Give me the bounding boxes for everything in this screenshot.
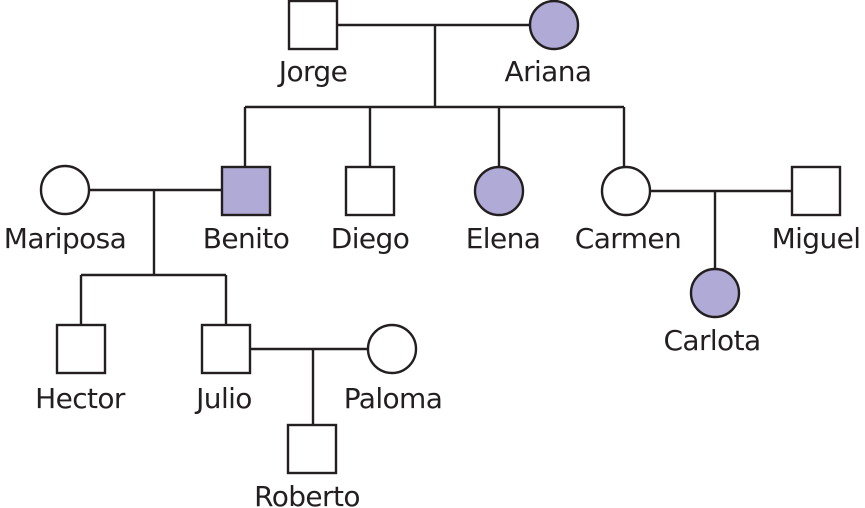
female-circle-icon xyxy=(600,165,652,217)
name-label: Miguel xyxy=(772,222,861,255)
individual-elena: Elena xyxy=(466,165,541,255)
individual-miguel: Miguel xyxy=(772,165,861,255)
name-label: Ariana xyxy=(505,55,592,88)
name-label: Diego xyxy=(331,222,409,255)
name-label: Carlota xyxy=(663,324,760,357)
name-label: Roberto xyxy=(254,480,360,508)
affected-male-square-icon xyxy=(220,165,272,217)
female-circle-icon xyxy=(39,164,91,216)
name-label: Hector xyxy=(35,382,126,415)
individual-carlota: Carlota xyxy=(663,267,761,357)
affected-female-circle-icon xyxy=(689,267,741,319)
female-circle-icon xyxy=(366,323,418,375)
name-label: Jorge xyxy=(277,55,347,88)
individual-jorge: Jorge xyxy=(277,0,348,88)
individual-ariana: Ariana xyxy=(505,0,592,88)
individual-paloma: Paloma xyxy=(344,323,443,415)
individual-diego: Diego xyxy=(331,165,410,255)
affected-female-circle-icon xyxy=(528,0,580,51)
affected-female-circle-icon xyxy=(473,165,525,217)
name-label: Carmen xyxy=(575,222,681,255)
name-label: Benito xyxy=(203,222,289,255)
male-square-icon xyxy=(790,165,842,217)
male-square-icon xyxy=(200,323,252,375)
male-square-icon xyxy=(55,323,107,375)
name-label: Julio xyxy=(194,382,252,415)
male-square-icon xyxy=(344,165,396,217)
individual-hector: Hector xyxy=(35,323,127,415)
individual-mariposa: Mariposa xyxy=(4,164,127,255)
name-label: Paloma xyxy=(344,382,443,415)
male-square-icon xyxy=(286,423,338,475)
individual-benito: Benito xyxy=(203,165,290,255)
male-square-icon xyxy=(287,0,339,51)
individual-julio: Julio xyxy=(194,323,252,415)
individual-carmen: Carmen xyxy=(575,165,682,255)
individual-roberto: Roberto xyxy=(254,423,360,508)
name-label: Mariposa xyxy=(4,222,126,255)
name-label: Elena xyxy=(466,222,541,255)
relationship-lines xyxy=(79,23,793,425)
